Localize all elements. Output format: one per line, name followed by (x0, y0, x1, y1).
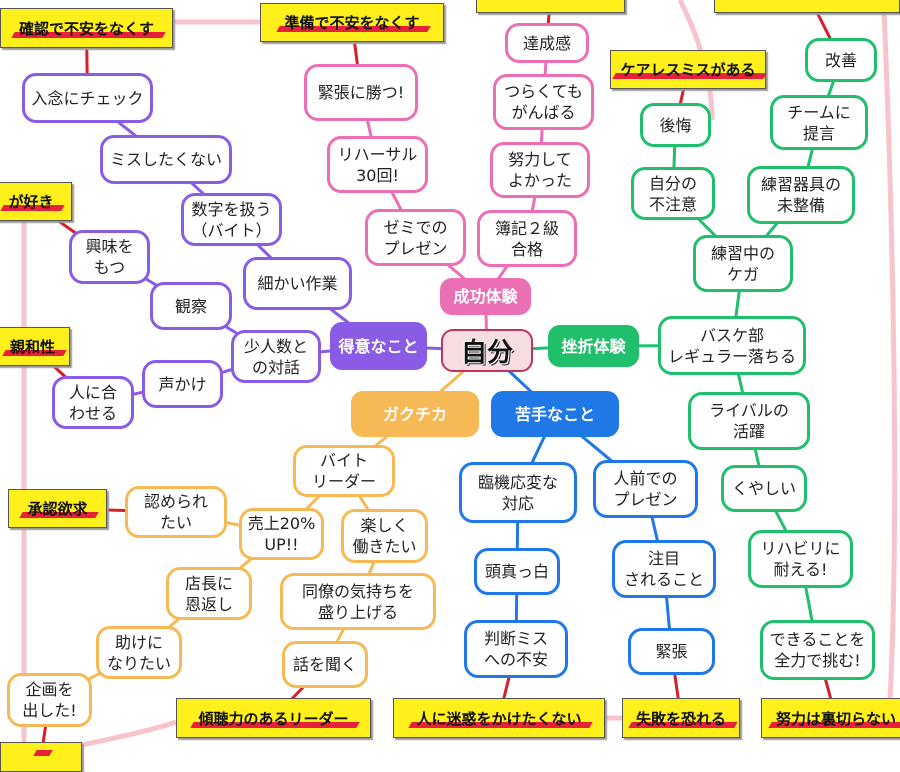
mind-map: 自分 成功体験得意なこと 挫折体験苦手なことガクチカ 入念にチェックミスしたくない数字… (0, 0, 900, 747)
mindmap-node-shoninzu[interactable]: 少人数と の対話 (231, 330, 321, 383)
keyword-label-shonin[interactable]: 承認欲求 (8, 489, 107, 528)
background-curve (881, 9, 898, 701)
mindmap-node-hanashi[interactable]: 話を聞く (282, 641, 368, 688)
mindmap-node-douryou[interactable]: 同僚の気持ちを 盛り上げる (280, 573, 436, 630)
mindmap-node-rinki[interactable]: 臨機応変な 対応 (459, 462, 577, 523)
mindmap-node-misu[interactable]: ミスしたくない (100, 135, 232, 184)
keyword-label-junbi[interactable]: 準備で不安をなくす (260, 3, 444, 42)
mindmap-node-zemi[interactable]: ゼミでの プレゼン (365, 209, 466, 266)
mindmap-node-koukai[interactable]: 後悔 (640, 103, 711, 147)
mindmap-node-zenryoku[interactable]: できることを 全力で挑む! (760, 620, 875, 680)
category-node-weakness[interactable]: 苦手なこと (491, 391, 619, 437)
mindmap-node-awaseru[interactable]: 人に合 わせる (52, 376, 134, 429)
mindmap-node-kaizen[interactable]: 改善 (805, 38, 877, 82)
mindmap-node-tanoshiku[interactable]: 楽しく 働きたい (341, 509, 428, 563)
mindmap-node-fuchui[interactable]: 自分の 不注意 (631, 167, 715, 220)
keyword-label-text: 承認欲求 (21, 498, 93, 519)
mindmap-node-kikaku[interactable]: 企画を 出した! (7, 673, 92, 727)
mindmap-node-tasuke[interactable]: 助けに なりたい (96, 626, 182, 679)
keyword-label-text: 確認で不安をなくす (13, 18, 160, 39)
keyword-label-doryoku[interactable]: 努力は裏切らない (761, 698, 900, 738)
mindmap-node-masshiro[interactable]: 頭真っ白 (474, 548, 560, 595)
keyword-label-kakunin[interactable]: 確認で不安をなくす (0, 8, 173, 48)
mindmap-node-rival[interactable]: ライバルの 活躍 (688, 392, 810, 450)
keyword-label-text: が好き (2, 191, 59, 212)
keyword-label-text: 努力は裏切らない (770, 708, 900, 729)
keyword-label-shinwa[interactable]: 親和性 (0, 327, 70, 366)
mindmap-node-baito[interactable]: バイト リーダー (293, 445, 395, 497)
mindmap-node-kansatsu[interactable]: 観察 (150, 282, 232, 330)
mindmap-node-hitomae[interactable]: 人前での プレゼン (593, 460, 698, 518)
center-node[interactable]: 自分 (441, 329, 533, 372)
keyword-label-careless[interactable]: ケアレスミスがある (610, 50, 766, 89)
mindmap-node-uriage[interactable]: 売上20% UP!! (239, 508, 324, 560)
category-node-strength[interactable]: 得意なこと (330, 322, 427, 370)
keyword-label-suki[interactable]: が好き (0, 182, 72, 221)
mindmap-node-koekake[interactable]: 声かけ (142, 360, 223, 408)
keyword-label-text: 準備で不安をなくす (278, 12, 425, 33)
keyword-label-text: ケアレスミスがある (614, 59, 761, 80)
keyword-label-text: 傾聴力のあるリーダー (192, 708, 354, 729)
keyword-label-top_right[interactable] (714, 0, 900, 13)
mindmap-node-nyunen[interactable]: 入念にチェック (22, 73, 153, 123)
mindmap-node-teigen[interactable]: チームに 提言 (770, 95, 868, 150)
mindmap-node-suuji[interactable]: 数字を扱う （バイト） (181, 193, 282, 246)
keyword-label-keichou[interactable]: 傾聴力のあるリーダー (176, 698, 371, 738)
keyword-label-text: 人に迷惑をかけたくない (410, 708, 587, 729)
mindmap-node-kuyashii[interactable]: くやしい (721, 465, 807, 512)
background-curve (81, 719, 177, 747)
keyword-label-meiwaku[interactable]: 人に迷惑をかけたくない (393, 698, 605, 738)
mindmap-node-rehab[interactable]: リハビリに 耐える! (748, 530, 853, 588)
mindmap-node-kinchoukatsu[interactable]: 緊張に勝つ! (304, 64, 418, 121)
mindmap-node-mitomerare[interactable]: 認められ たい (125, 486, 227, 538)
mindmap-node-boki[interactable]: 簿記２級 合格 (477, 210, 577, 267)
keyword-label-shippai[interactable]: 失敗を恐れる (622, 698, 740, 738)
mindmap-node-tassei[interactable]: 達成感 (505, 23, 589, 63)
mindmap-node-basuke[interactable]: バスケ部 レギュラー落ちる (658, 316, 806, 375)
category-node-gakuchika[interactable]: ガクチカ (351, 391, 479, 437)
mindmap-node-kega[interactable]: 練習中の ケガ (693, 235, 793, 292)
category-node-setback[interactable]: 挫折体験 (548, 325, 639, 367)
mindmap-node-tsurakute[interactable]: つらくても がんばる (493, 74, 594, 130)
keyword-label-text: 親和性 (4, 336, 61, 357)
mindmap-node-komakai[interactable]: 細かい作業 (243, 257, 352, 310)
mindmap-node-kyomi[interactable]: 興味を もつ (69, 230, 150, 284)
mindmap-node-tencho[interactable]: 店長に 恩返し (166, 567, 252, 620)
mindmap-node-kinchou[interactable]: 緊張 (628, 628, 715, 675)
mindmap-node-handan[interactable]: 判断ミス への不安 (464, 620, 568, 678)
mindmap-node-doryokushite[interactable]: 努力して よかった (490, 142, 590, 198)
keyword-label-text: 失敗を恐れる (630, 708, 732, 729)
category-node-success[interactable]: 成功体験 (440, 278, 531, 315)
mindmap-node-kigu[interactable]: 練習器具の 未整備 (747, 166, 855, 224)
mindmap-node-rehearsal[interactable]: リハーサル 30回! (327, 136, 428, 193)
mindmap-node-chumoku[interactable]: 注目 されること (612, 540, 716, 598)
keyword-label-top_mid[interactable] (476, 0, 625, 13)
